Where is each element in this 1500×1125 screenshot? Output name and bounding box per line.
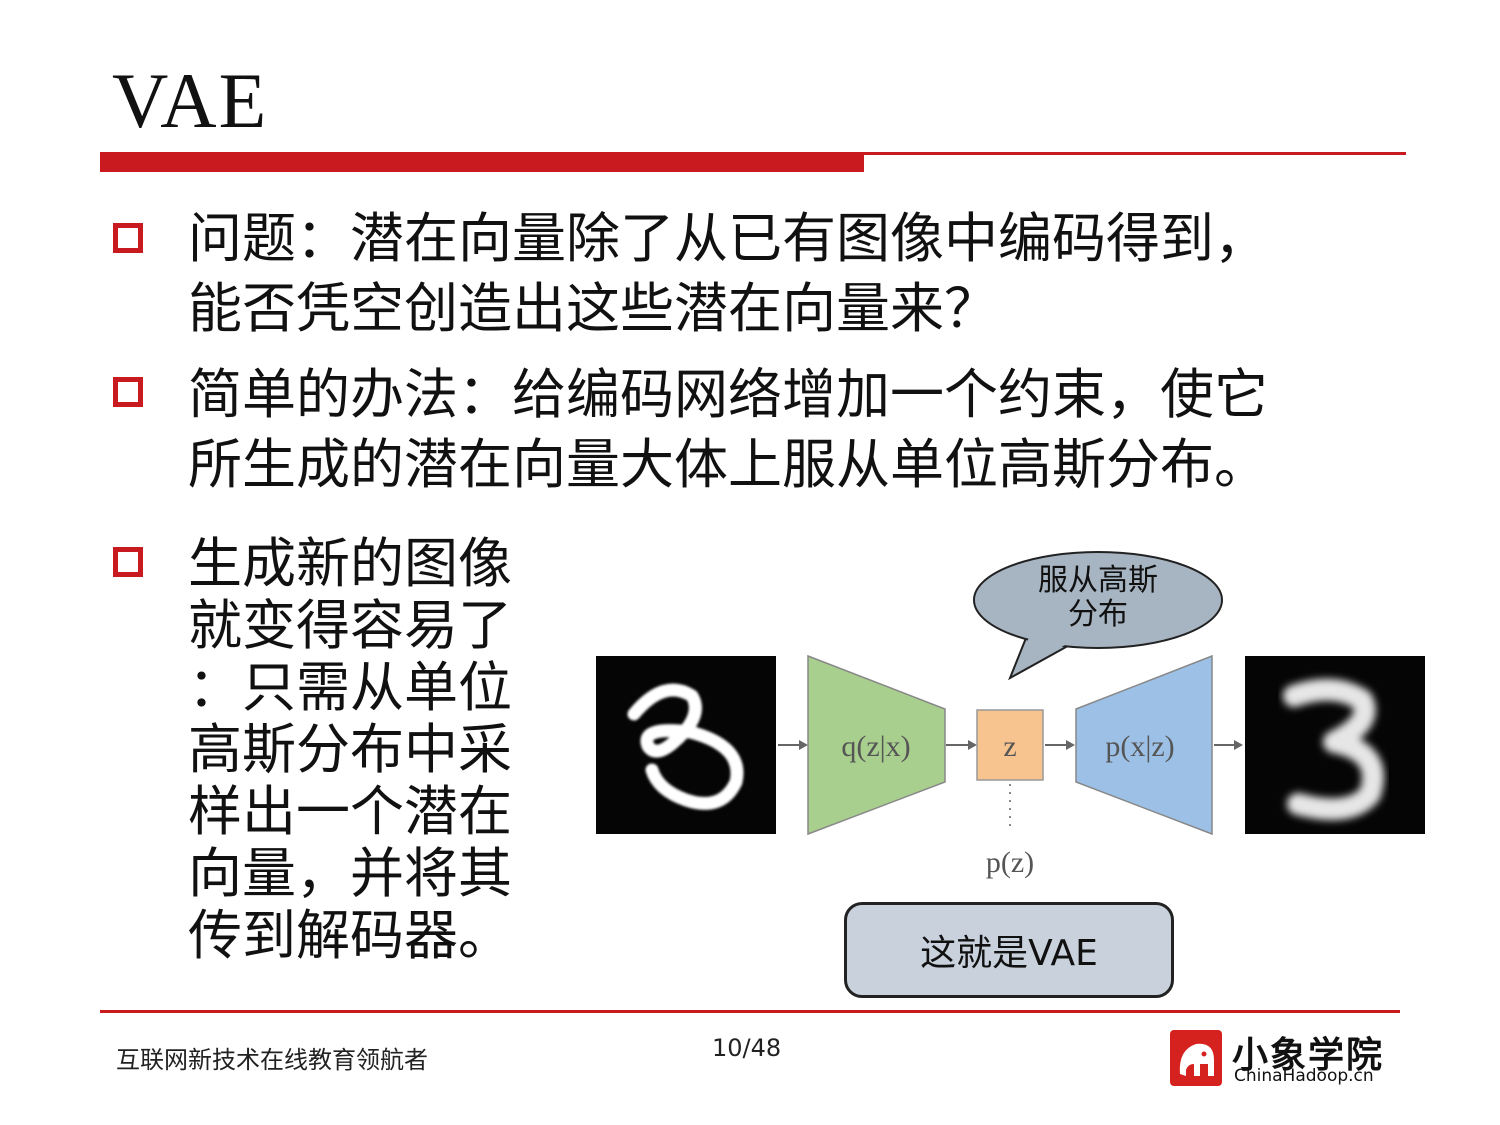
bullet-3-line-5: 样出一个潜在 <box>188 780 512 843</box>
bullet-3-text: 生成新的图像 就变得容易了 ：只需从单位 高斯分布中采 样出一个潜在 向量，并将… <box>188 533 538 967</box>
bullet-3-line-1: 生成新的图像 <box>188 532 512 595</box>
arrow-head <box>1234 740 1243 750</box>
elephant-logo-icon <box>1170 1030 1222 1086</box>
output-digit-image <box>1245 656 1425 834</box>
footer-slogan: 互联网新技术在线教育领航者 <box>116 1046 428 1074</box>
latent-label: z <box>1003 730 1016 763</box>
gaussian-callout: 服从高斯 分布 <box>973 551 1223 681</box>
bullet-3-line-7: 传到解码器。 <box>188 904 512 967</box>
bullet-2-line-1: 简单的办法：给编码网络增加一个约束，使它 <box>188 363 1268 426</box>
bullet-marker <box>113 547 143 577</box>
callout-line-2: 分布 <box>1068 597 1128 632</box>
vae-diagram: q(z|x) z p(z) p(x|z) <box>596 654 1425 879</box>
encoder-block <box>807 654 946 836</box>
callout-bubble <box>973 551 1223 649</box>
arrow-head <box>1066 740 1075 750</box>
bullet-2-text: 简单的办法：给编码网络增加一个约束，使它 所生成的潜在向量大体上服从单位高斯分布… <box>188 360 1268 500</box>
encoder-label: q(z|x) <box>841 730 910 763</box>
bullet-3-line-3: ：只需从单位 <box>188 656 512 719</box>
decoder-label: p(x|z) <box>1105 730 1174 763</box>
title-rule-accent <box>100 153 864 172</box>
conclusion-box: 这就是VAE <box>844 902 1174 998</box>
bullet-3-line-4: 高斯分布中采 <box>188 718 512 781</box>
logo-text-cn: 小象学院 <box>1232 1035 1385 1076</box>
callout-line-1: 服从高斯 <box>1038 563 1158 598</box>
bullet-marker <box>113 223 143 253</box>
input-digit-image <box>596 656 776 834</box>
arrow-head <box>968 740 977 750</box>
footer-rule <box>100 1010 1400 1013</box>
prior-label: p(z) <box>986 846 1034 879</box>
page-number: 10/48 <box>712 1034 782 1062</box>
arrow-head <box>799 740 808 750</box>
logo-text-en: ChinaHadoop.cn <box>1234 1066 1374 1086</box>
bullet-3-line-2: 就变得容易了 <box>188 594 512 657</box>
latent-block <box>976 709 1044 781</box>
brand-logo: 小象学院 ChinaHadoop.cn <box>1170 1026 1400 1086</box>
bullet-1-text: 问题：潜在向量除了从已有图像中编码得到， 能否凭空创造出这些潜在向量来？ <box>188 204 1268 344</box>
bullet-marker <box>113 377 143 407</box>
bullet-1-line-1: 问题：潜在向量除了从已有图像中编码得到， <box>188 207 1268 270</box>
decoder-block <box>1075 654 1213 836</box>
bullet-3-line-6: 向量，并将其 <box>188 842 512 905</box>
slide-title: VAE <box>112 57 269 144</box>
bullet-1-line-2: 能否凭空创造出这些潜在向量来？ <box>188 277 998 340</box>
bullet-2-line-2: 所生成的潜在向量大体上服从单位高斯分布。 <box>188 433 1268 496</box>
